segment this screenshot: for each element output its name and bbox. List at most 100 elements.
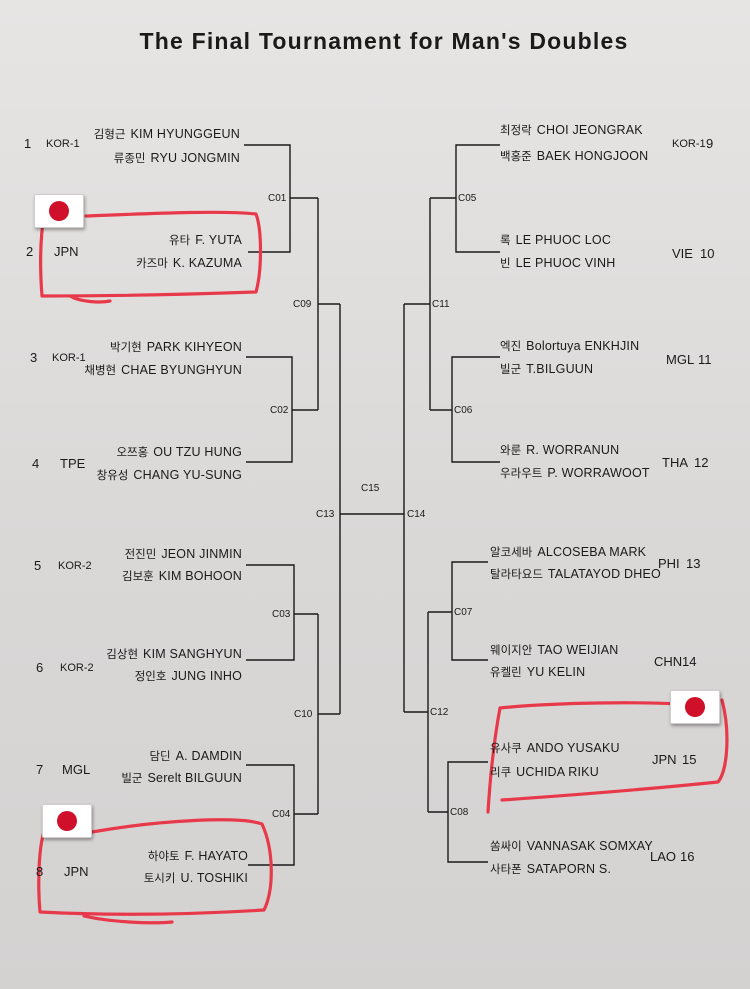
player-name-korean: 우라우트 (500, 468, 543, 480)
nation-code: KOR-2 (58, 560, 92, 572)
japan-flag-icon (34, 194, 84, 228)
japan-flag-icon (42, 804, 92, 838)
player-name-english: T.BILGUUN (526, 362, 594, 376)
bracket-line-c07 (451, 561, 488, 661)
player-name-english: CHANG YU-SUNG (133, 468, 242, 482)
player-name-korean: 유사쿠 (490, 743, 522, 755)
player-2: 백홍준 BAEK HONGJOON (500, 148, 648, 164)
player-name-english: A. DAMDIN (175, 749, 242, 763)
nation-code: KOR-1 (46, 138, 80, 150)
match-code-c11: C11 (432, 299, 450, 310)
player-name-korean: 류종민 (113, 153, 146, 165)
player-name-korean: 담딘 (149, 751, 171, 763)
player-name-english: F. HAYATO (184, 849, 248, 863)
nation-code: VIE (672, 246, 693, 261)
match-code-c13: C13 (316, 509, 335, 520)
seed-number: 12 (694, 455, 709, 470)
nation-code: MGL (62, 762, 91, 777)
player-name-korean: 알코세바 (490, 547, 533, 559)
nation-code: JPN (54, 244, 79, 259)
nation-code: TPE (60, 456, 86, 471)
seed-number: 6 (36, 660, 44, 675)
player-name-english: TAO WEIJIAN (537, 643, 619, 657)
nation-code: MGL (666, 352, 695, 367)
player-1: 김형근 KIM HYUNGGEUN (94, 126, 240, 142)
match-code-c06: C06 (454, 405, 473, 416)
match-code-c07: C07 (454, 607, 473, 618)
player-name-english: RYU JONGMIN (150, 151, 240, 165)
bracket-line-c03 (246, 564, 295, 661)
player-name-english: SATAPORN S. (526, 862, 612, 876)
player-name-english: JEON JINMIN (161, 547, 242, 561)
player-2: 창유성 CHANG YU-SUNG (97, 467, 242, 483)
nation-code: KOR-1 (52, 352, 86, 364)
seed-number: 10 (700, 246, 715, 261)
player-name-korean: 유켈린 (490, 667, 522, 679)
nation-code: CHN (654, 654, 683, 669)
seed-number: 15 (682, 752, 697, 767)
player-name-english: Serelt BILGUUN (147, 771, 242, 785)
seed-number: 14 (682, 654, 697, 669)
player-1: 알코세바 ALCOSEBA MARK (490, 544, 646, 560)
player-name-english: Bolortuya ENKHJIN (526, 339, 640, 353)
match-code-c04: C04 (272, 809, 291, 820)
player-name-korean: 카즈마 (136, 258, 168, 270)
player-name-korean: 김형근 (93, 129, 126, 141)
player-name-english: VANNASAK SOMXAY (526, 839, 653, 853)
player-name-english: KIM BOHOON (158, 569, 242, 583)
match-code-c12: C12 (430, 707, 449, 718)
match-code-c09: C09 (293, 299, 312, 310)
player-name-english: YU KELIN (526, 665, 586, 679)
player-name-english: TALATAYOD DHEO (547, 567, 661, 581)
seed-number: 9 (706, 136, 714, 151)
match-code-c10: C10 (294, 709, 313, 720)
highlight-marker-seed-2 (39, 210, 263, 304)
player-name-english: KIM SANGHYUN (143, 647, 242, 661)
seed-number: 2 (26, 244, 34, 259)
seed-number: 1 (24, 136, 32, 151)
player-name-english: P. WORRAWOOT (547, 466, 650, 480)
seed-number: 4 (32, 456, 40, 471)
player-name-korean: 유타 (169, 235, 191, 247)
japan-flag-icon (670, 690, 720, 724)
player-name-korean: 백홍준 (500, 151, 532, 163)
player-name-korean: 창유성 (96, 470, 129, 482)
seed-number: 11 (698, 352, 712, 367)
player-1: 담딘 A. DAMDIN (149, 748, 242, 764)
player-name-english: KIM HYUNGGEUN (130, 127, 240, 141)
nation-code: JPN (652, 752, 677, 767)
player-2: 류종민 RYU JONGMIN (114, 150, 240, 166)
match-code-c15: C15 (361, 483, 380, 494)
player-name-korean: 토시키 (143, 873, 176, 885)
player-name-korean: 쏨싸이 (490, 841, 522, 853)
player-name-english: BAEK HONGJOON (536, 149, 649, 163)
match-code-c03: C03 (272, 609, 291, 620)
nation-code: KOR-2 (60, 662, 94, 674)
player-name-english: ALCOSEBA MARK (537, 545, 647, 559)
player-name-korean: 정인호 (134, 671, 167, 683)
player-name-english: LE PHUOC VINH (515, 256, 616, 270)
player-name-korean: 록 (500, 235, 511, 247)
match-code-c14: C14 (407, 509, 426, 520)
player-name-english: CHOI JEONGRAK (536, 123, 643, 137)
